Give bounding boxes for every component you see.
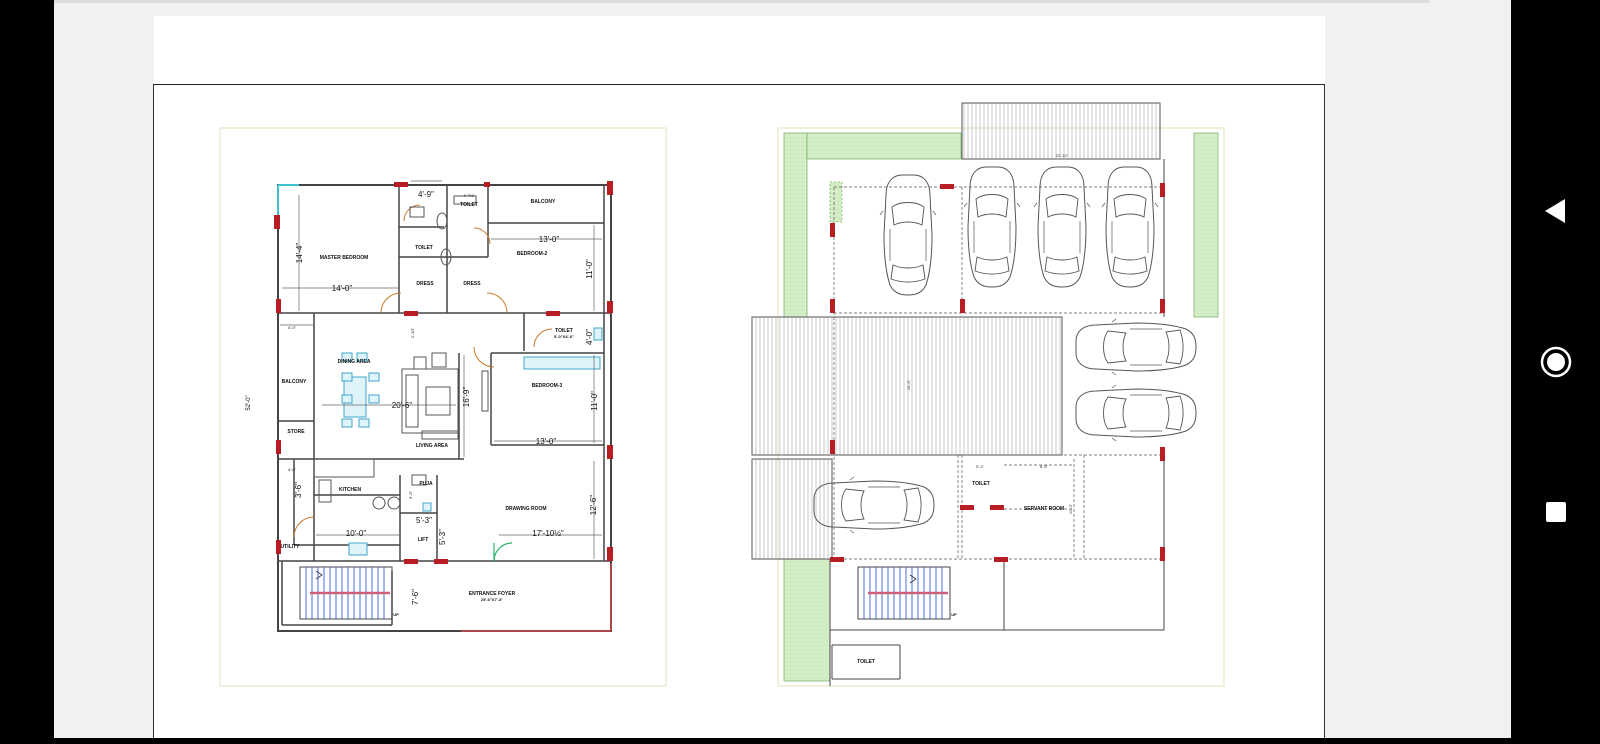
- staircase-plan2: [857, 566, 951, 620]
- room-kitchen: KITCHEN: [339, 487, 362, 493]
- dim-3-6: 3'-6": [294, 482, 303, 498]
- room-servant-room: SERVANT ROOM: [1024, 506, 1064, 512]
- dim-5-3: 5'-3": [416, 516, 432, 525]
- page-header-area: [154, 16, 1325, 84]
- left-black-bar: [0, 0, 54, 738]
- ground-floor-plan: MASTER BEDROOM TOILET TOILET BALCONY BED…: [219, 127, 667, 687]
- room-master-bedroom: MASTER BEDROOM: [320, 255, 369, 261]
- room-store: STORE: [287, 429, 305, 435]
- dim-5-3-v: 5'-3": [438, 529, 447, 545]
- dim-16-9-p2: 16'-9": [906, 379, 911, 390]
- room-toilet-3-size: 5'-0"X4'-6": [554, 334, 574, 339]
- room-bedroom-3: BEDROOM-3: [532, 383, 563, 389]
- drawing-page: MASTER BEDROOM TOILET TOILET BALCONY BED…: [153, 84, 1325, 738]
- dim-52-0: 52'-0": [246, 395, 252, 410]
- label-up-plan1: UP: [393, 612, 399, 617]
- room-lift: LIFT: [418, 537, 429, 543]
- recents-button[interactable]: [1511, 482, 1600, 542]
- viewer-top-edge: [54, 0, 1429, 3]
- ramp-middle: [751, 316, 1063, 456]
- dim-8-6: 8'-6": [1040, 464, 1049, 469]
- green-strip-right: [1193, 132, 1219, 318]
- green-strip-top: [806, 132, 962, 160]
- dim-22-10: 22'-10": [1056, 153, 1069, 158]
- dim-14-4: 14'-4": [295, 243, 304, 264]
- dim-4-7: 4'-7½": [463, 193, 475, 198]
- room-toilet-bottom: TOILET: [857, 659, 875, 665]
- dim-17-10: 17'-10½": [532, 529, 564, 538]
- dim-5-3-p2: 5'-3": [976, 464, 985, 469]
- dim-12-3: 12'-3": [1068, 503, 1073, 514]
- room-dress-1: DRESS: [416, 281, 434, 287]
- room-living-area: LIVING AREA: [416, 443, 448, 449]
- car-1: [879, 174, 937, 296]
- dim-3-0: 3'-0": [408, 490, 413, 499]
- room-balcony-top: BALCONY: [531, 199, 556, 205]
- back-button[interactable]: [1511, 181, 1600, 241]
- dim-4-9: 4'-9": [418, 190, 434, 199]
- green-strip-bottom: [783, 558, 831, 682]
- columns-plan1: [274, 181, 613, 564]
- dim-13-0-mid: 13'-0": [536, 437, 557, 446]
- document-viewer[interactable]: MASTER BEDROOM TOILET TOILET BALCONY BED…: [54, 0, 1511, 738]
- dim-4-0-toilet: 4'-0": [585, 329, 594, 345]
- dim-20-6: 20'-6": [392, 401, 413, 410]
- car-4: [1101, 166, 1159, 288]
- room-dining-area: DINING AREA: [338, 359, 371, 365]
- dim-11-0-mid: 11'-0": [590, 391, 599, 411]
- home-circle-icon: [1540, 346, 1571, 378]
- room-drawing-room: DRAWING ROOM: [505, 506, 546, 512]
- room-toilet-2: TOILET: [415, 245, 433, 251]
- room-entrance-foyer: ENTRANCE FOYER: [469, 591, 516, 597]
- ramp-lower: [751, 458, 833, 560]
- room-toilet-mid: TOILET: [972, 481, 990, 487]
- dim-4-0-kit: 4'-0": [288, 467, 297, 472]
- car-2: [963, 166, 1021, 288]
- green-strip-left: [783, 132, 808, 318]
- dim-14-0: 14'-0": [332, 284, 353, 293]
- room-balcony-left: BALCONY: [282, 379, 307, 385]
- dim-13-0-top: 13'-0": [539, 235, 560, 244]
- dim-10-0: 10'-0": [346, 529, 367, 538]
- back-triangle-icon: [1544, 199, 1565, 223]
- columns-plan2: [830, 183, 1165, 562]
- car-6: [1075, 384, 1197, 442]
- dim-7-6: 7'-6": [411, 589, 420, 605]
- home-button[interactable]: [1511, 332, 1600, 392]
- room-dress-2: DRESS: [463, 281, 481, 287]
- dim-4-0-bal: 4'-0": [288, 325, 297, 330]
- dim-2-10: 2'-10": [410, 327, 415, 338]
- room-puja: PUJA: [419, 481, 433, 487]
- room-entrance-foyer-size: 25'-6"X7'-3": [481, 597, 503, 602]
- label-up-plan2: UP: [951, 612, 957, 617]
- staircase-plan1: [299, 566, 393, 620]
- recents-square-icon: [1545, 502, 1566, 522]
- system-navigation-bar: [1511, 0, 1600, 738]
- ramp-top: [961, 102, 1161, 160]
- room-toilet-3: TOILET: [555, 328, 573, 334]
- car-5: [1075, 318, 1197, 376]
- room-utility: UTILITY: [281, 544, 301, 550]
- room-bedroom-2: BEDROOM-2: [517, 251, 548, 257]
- floor-plans-drawing: MASTER BEDROOM TOILET TOILET BALCONY BED…: [219, 102, 1225, 687]
- dim-11-0-top: 11'-0": [585, 259, 594, 279]
- dim-12-6: 12'-6": [589, 495, 598, 516]
- car-3: [1033, 166, 1091, 288]
- parking-floor-plan: TOILET SERVANT ROOM TOILET UP 22'-10" 16…: [751, 102, 1225, 687]
- room-toilet-1: TOILET: [460, 202, 478, 208]
- dim-16-9: 16'-9": [462, 387, 471, 408]
